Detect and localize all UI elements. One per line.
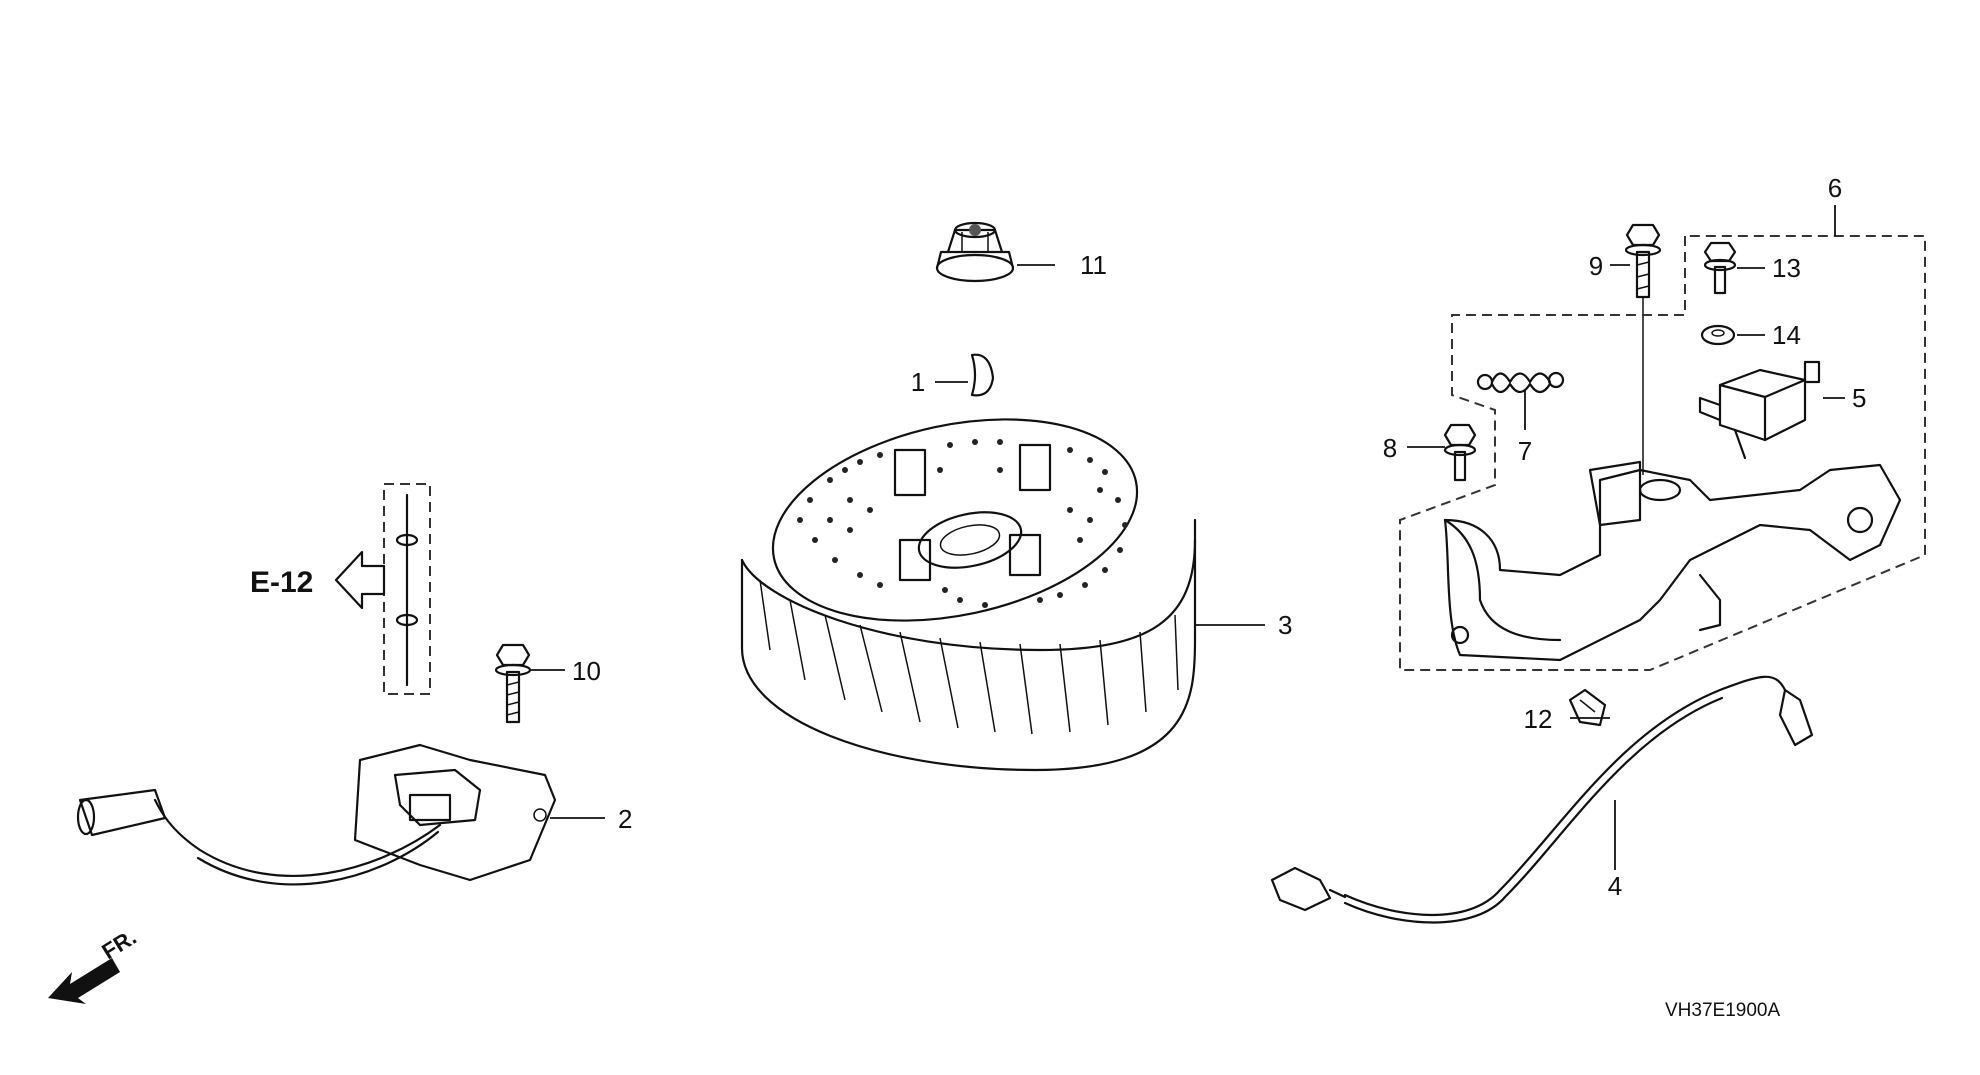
label-part-14: 14: [1772, 320, 1801, 350]
spring-part-7: [1476, 371, 1565, 394]
label-part-10: 10: [572, 656, 601, 686]
ignition-coil-part-2: [76, 743, 557, 886]
bolt-part-13: [1703, 241, 1737, 295]
assembly-boundary-part-6: [1399, 235, 1926, 671]
label-part-12: 12: [1524, 704, 1553, 734]
reference-arrow-icon: [334, 550, 386, 610]
switch-part-5: [1698, 360, 1821, 460]
label-part-9: 9: [1589, 251, 1603, 281]
flywheel-part-3: [740, 418, 1197, 772]
flange-nut-part-11: [935, 221, 1015, 283]
bolt-part-8: [1443, 423, 1477, 482]
clip-part-12: [1568, 688, 1607, 727]
reference-stud: [334, 483, 431, 695]
front-label: FR.: [97, 924, 140, 964]
washer-part-14: [1700, 324, 1736, 346]
diagram-code: VH37E1900A: [1665, 1000, 1780, 1021]
label-part-4: 4: [1608, 871, 1622, 901]
key-part-1: [970, 353, 995, 397]
label-part-8: 8: [1383, 433, 1397, 463]
bolt-part-10: [494, 643, 532, 724]
label-part-7: 7: [1518, 436, 1532, 466]
label-part-5: 5: [1852, 383, 1866, 413]
label-part-1: 1: [911, 367, 925, 397]
label-part-13: 13: [1772, 253, 1801, 283]
front-indicator: FR.: [48, 924, 141, 1004]
flywheel-perforations: [797, 439, 1128, 608]
reference-label: E-12: [250, 566, 313, 599]
bolt-part-9: [1624, 223, 1662, 475]
label-part-6: 6: [1828, 173, 1842, 203]
leader-lines: [531, 205, 1845, 870]
label-part-2: 2: [618, 804, 632, 834]
flywheel-fins: [759, 579, 1179, 735]
label-part-11: 11: [1080, 250, 1107, 280]
label-part-3: 3: [1278, 610, 1292, 640]
ground-wire-part-4: [1270, 675, 1814, 924]
governor-bracket-part-6: [1443, 460, 1902, 662]
